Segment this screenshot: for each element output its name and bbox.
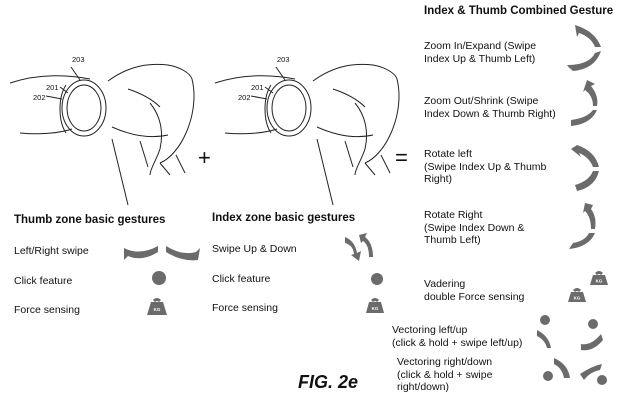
ref-202: 202 [238,93,251,102]
figure-label: FIG. 2e [298,372,358,393]
combined-gesture-title: Index & Thumb Combined Gesture [424,5,613,17]
left-swipe-arrow-icon [124,242,160,262]
index-swipe-up-down-label: Swipe Up & Down [212,243,297,256]
kg-weight-icon: KG [366,297,384,313]
vectoring-right-down-gesture-icon [540,356,610,396]
zoom-in-gesture-icon [565,25,605,75]
rotate-left-label: Rotate left (Swipe Index Up & Thumb Righ… [424,148,546,186]
zoom-out-gesture-icon [565,80,605,130]
zoom-out-label: Zoom Out/Shrink (Swipe Index Down & Thum… [424,95,556,120]
thumb-force-sensing-label: Force sensing [14,304,80,317]
click-dot-icon [371,273,383,285]
plus-sign: + [198,145,211,171]
vectoring-right-down-label: Vectoring right/down (click & hold + swi… [397,356,492,394]
weight-label: KG [574,296,581,301]
weight-label: KG [372,306,379,311]
rotate-right-label: Rotate Right (Swipe Index Down & Thumb L… [424,209,524,247]
rotate-right-gesture-icon [565,203,605,253]
vectoring-left-up-gesture-icon [535,314,605,354]
hand-drawing-index-zone [205,55,405,205]
ref-202: 202 [33,93,46,102]
thumb-zone-title: Thumb zone basic gestures [14,214,165,226]
weight-label: KG [596,279,603,284]
swipe-up-down-arrows-icon [345,233,375,261]
ref-203: 203 [277,55,290,64]
kg-weight-icon: KG [568,287,586,302]
weight-label: KG [154,307,161,312]
vectoring-left-up-label: Vectoring left/up (click & hold + swipe … [392,324,522,349]
ref-201: 201 [251,83,264,92]
right-swipe-arrow-icon [164,242,200,264]
ref-201: 201 [46,83,59,92]
thumb-left-right-swipe-label: Left/Right swipe [14,245,89,258]
thumb-click-feature-label: Click feature [14,275,72,288]
vadering-label: Vadering double Force sensing [424,278,524,303]
click-dot-icon [152,271,166,285]
kg-weight-icon: KG [590,270,608,285]
kg-weight-icon: KG [147,297,167,315]
index-click-feature-label: Click feature [212,273,270,286]
ref-203: 203 [72,55,85,64]
index-zone-title: Index zone basic gestures [212,212,355,224]
equals-sign: = [395,145,408,171]
zoom-in-label: Zoom In/Expand (Swipe Index Up & Thumb L… [424,40,536,65]
index-force-sensing-label: Force sensing [212,302,278,315]
hand-drawing-thumb-zone [0,55,200,205]
rotate-left-gesture-icon [565,145,605,195]
